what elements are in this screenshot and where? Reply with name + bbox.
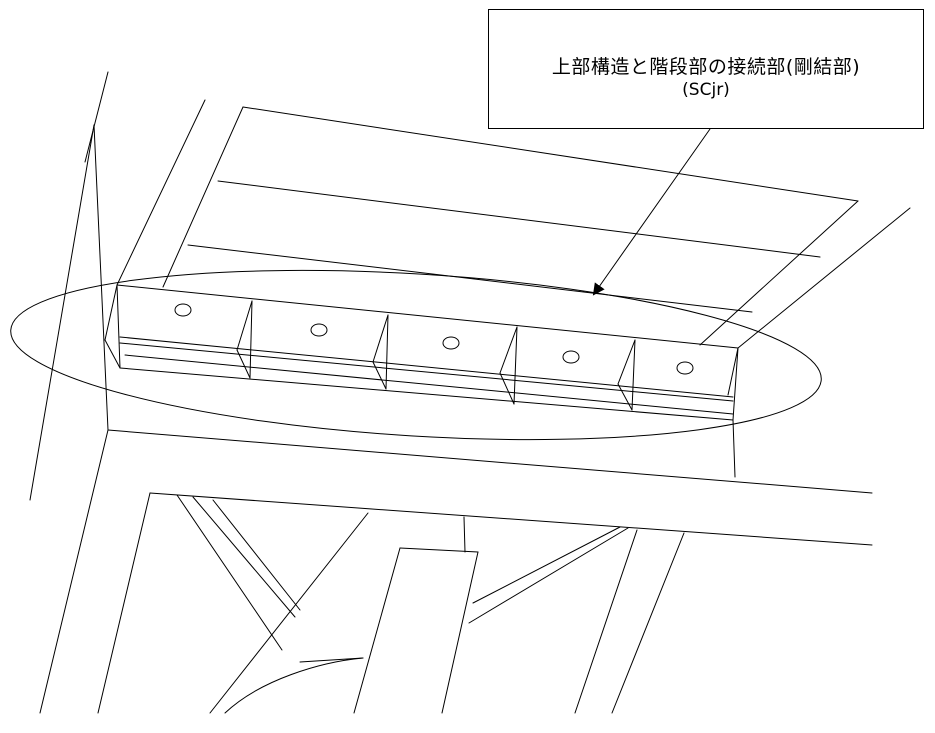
callout-title: 上部構造と階段部の接続部(剛結部): [551, 56, 861, 78]
bolt-holes: [174, 303, 694, 375]
callout-code: (SCjr): [682, 80, 730, 100]
connection-beam: [104, 284, 739, 421]
upper-deck: [116, 99, 911, 349]
staircase: [97, 492, 685, 714]
bolt-hole: [310, 323, 328, 337]
bolt-hole: [562, 350, 580, 364]
bolt-hole: [676, 361, 694, 375]
callout-arrow: [592, 128, 711, 296]
left-column: [29, 71, 109, 714]
callout-box: 上部構造と階段部の接続部(剛結部) (SCjr): [488, 9, 924, 129]
highlight-ellipse: [10, 269, 822, 441]
lower-beam: [107, 419, 873, 546]
stiffener-plates: [236, 300, 739, 411]
bolt-hole: [442, 336, 460, 350]
bolt-hole: [174, 303, 192, 317]
